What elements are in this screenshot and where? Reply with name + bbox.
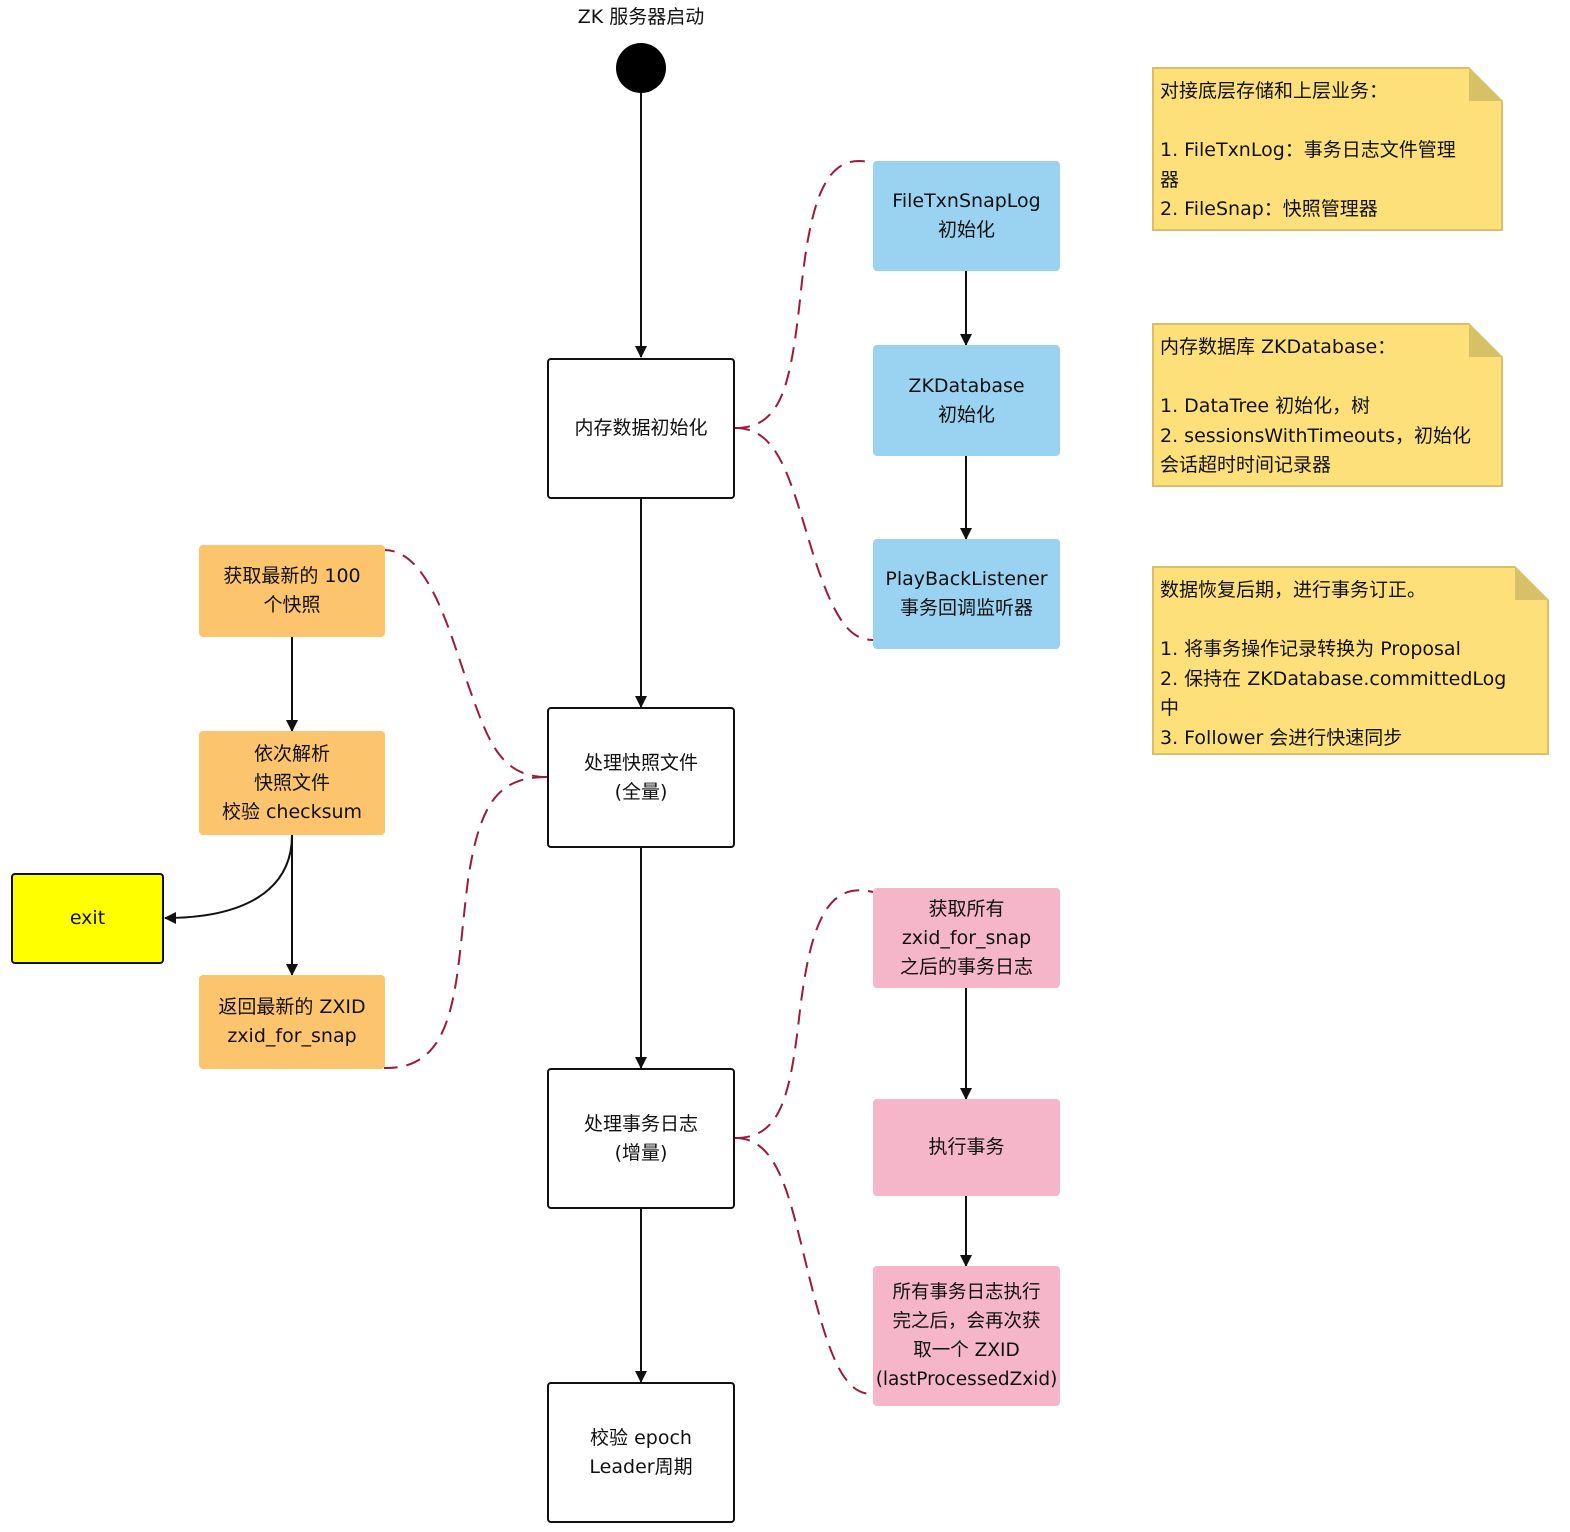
step-return-zxid: 返回最新的 ZXID zxid_for_snap	[199, 975, 385, 1069]
start-node	[616, 43, 666, 93]
step-last-processed-zxid: 所有事务日志执行 完之后，会再次获 取一个 ZXID (lastProcesse…	[873, 1266, 1060, 1406]
dashed-link-memory-init-top	[734, 160, 874, 429]
step-execute-tx: 执行事务	[873, 1099, 1060, 1196]
dashed-link-txlog-top	[734, 889, 874, 1139]
main-step-snapshot: 处理快照文件 (全量)	[547, 707, 735, 848]
step-filetxnsnaplog: FileTxnSnapLog 初始化	[873, 161, 1060, 271]
dashed-link-txlog-bottom	[734, 1137, 874, 1396]
dashed-link-snapshot-top	[383, 549, 548, 778]
main-step-memory-init: 内存数据初始化	[547, 358, 735, 499]
step-fetch-txlogs: 获取所有 zxid_for_snap 之后的事务日志	[873, 888, 1060, 988]
step-parse-snapshots: 依次解析 快照文件 校验 checksum	[199, 731, 385, 835]
note-filetxnsnaplog: 对接底层存储和上层业务： 1. FileTxnLog：事务日志文件管理 器 2.…	[1152, 67, 1503, 231]
dashed-link-memory-init-bottom	[734, 427, 874, 641]
main-step-txlog: 处理事务日志 (增量)	[547, 1068, 735, 1209]
note-zkdatabase: 内存数据库 ZKDatabase： 1. DataTree 初始化，树 2. s…	[1152, 323, 1503, 487]
exit-node: exit	[11, 873, 164, 964]
arrow-parse-to-exit	[164, 834, 293, 924]
step-zkdatabase: ZKDatabase 初始化	[873, 345, 1060, 456]
step-latest-snapshots: 获取最新的 100 个快照	[199, 545, 385, 637]
dashed-link-snapshot-bottom	[383, 776, 548, 1070]
start-label: ZK 服务器启动	[577, 6, 705, 28]
note-tx-correction: 数据恢复后期，进行事务订正。 1. 将事务操作记录转换为 Proposal 2.…	[1152, 566, 1549, 755]
step-playbacklistener: PlayBackListener 事务回调监听器	[873, 539, 1060, 649]
main-step-epoch: 校验 epoch Leader周期	[547, 1382, 735, 1523]
